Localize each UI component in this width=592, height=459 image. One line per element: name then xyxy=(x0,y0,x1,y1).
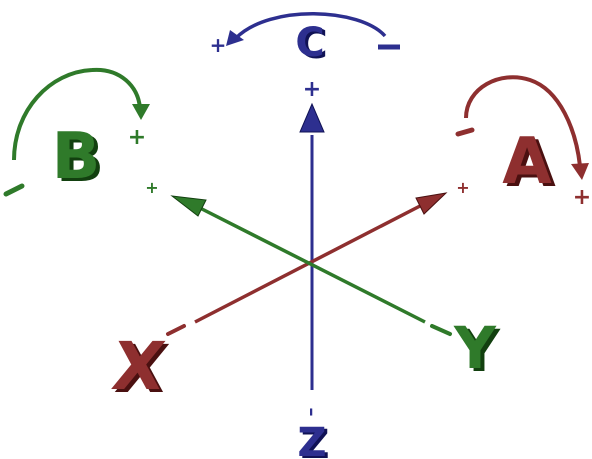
c-rotation-arc xyxy=(234,12,387,40)
z-axis-plus-sign: + xyxy=(303,77,321,102)
c-rotation-letter-shadow: C xyxy=(298,22,327,68)
y-axis-arrowhead xyxy=(170,195,207,217)
a-rotation-arrowhead xyxy=(571,163,589,180)
x-axis-letter: X xyxy=(108,327,170,405)
a-rotation-arc xyxy=(464,75,582,167)
b-rotation-minus-sign xyxy=(3,183,25,197)
x-axis-letter-shadow: X xyxy=(111,330,173,408)
a-rotation-letter-shadow: A xyxy=(506,128,556,202)
b-rotation-plus-sign: + xyxy=(128,125,146,150)
z-axis-minus-sign: – xyxy=(301,408,322,417)
b-rotation-arrowhead xyxy=(132,104,150,120)
x-axis-arrowhead xyxy=(415,192,448,215)
c-rotation-plus-sign: + xyxy=(210,33,227,57)
b-rotation-arc xyxy=(12,67,142,161)
a-rotation-plus-sign: + xyxy=(573,185,591,210)
y-axis-letter-shadow: Y xyxy=(457,317,501,385)
x-axis-plus-sign: + xyxy=(456,178,469,197)
b-rotation-letter-shadow: B xyxy=(56,123,105,197)
b-rotation-letter: B xyxy=(52,120,101,194)
a-rotation-letter: A xyxy=(502,125,552,199)
a-rotation-minus-sign xyxy=(455,127,475,137)
y-axis-plus-sign: + xyxy=(145,178,158,197)
c-rotation-letter: C xyxy=(295,20,324,66)
z-axis-arrowhead xyxy=(299,102,325,133)
x-axis-minus-sign xyxy=(166,324,186,336)
z-axis-letter-face: Z xyxy=(297,420,326,459)
y-axis-minus-sign xyxy=(430,324,452,336)
y-axis-shaft xyxy=(199,206,426,324)
c-rotation-arrowhead xyxy=(226,30,244,46)
y-axis-letter: Y xyxy=(453,314,497,382)
z-axis-letter: Z xyxy=(300,422,329,459)
